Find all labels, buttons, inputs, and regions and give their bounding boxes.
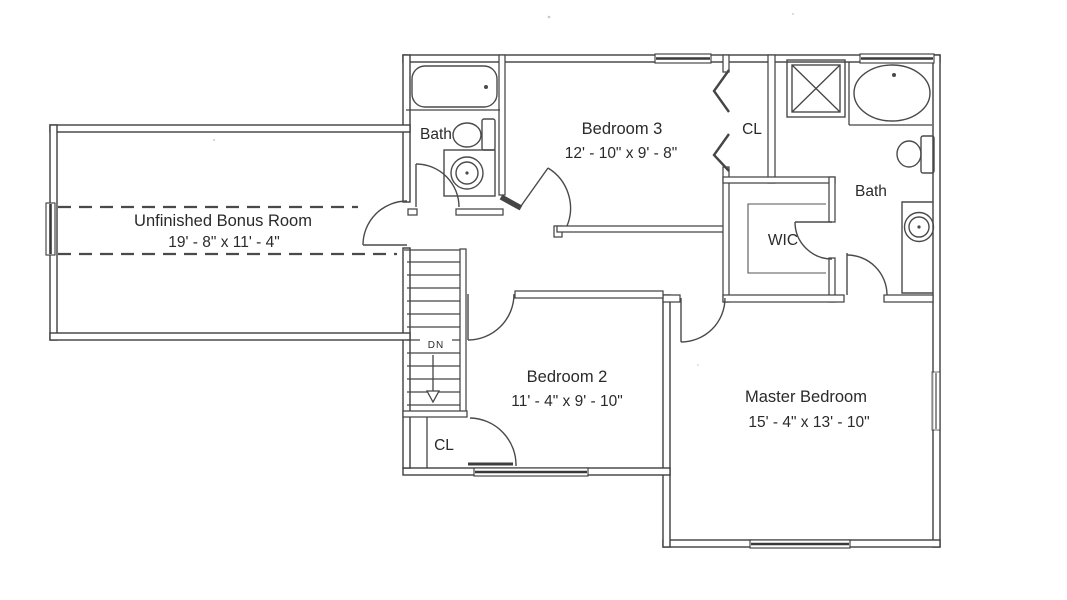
room-label-bedroom3: Bedroom 3 <box>582 120 663 138</box>
bathtub-faucet <box>484 85 488 89</box>
bath-upper-fixtures <box>406 65 500 197</box>
window-bedroom2-bottom <box>473 467 589 477</box>
wall-bonus-top <box>49 124 411 133</box>
room-label-bonus: Unfinished Bonus Room <box>134 212 312 230</box>
dn-label-backing <box>420 338 452 351</box>
wic-shelf-line <box>747 203 826 274</box>
wall-closet-right <box>767 54 776 184</box>
door-bedroom2 <box>467 293 515 341</box>
room-dims-master: 15' - 4" x 13' - 10" <box>748 414 869 431</box>
wall-left-lower <box>402 247 411 469</box>
door-closet2 <box>468 417 517 467</box>
room-label-closet-lower: CL <box>434 437 454 454</box>
wall-bonus-bottom <box>49 332 411 341</box>
door-bedroom3 <box>520 167 572 227</box>
stairs-down-label: DN <box>428 340 444 351</box>
room-labels: Unfinished Bonus Room 19' - 8" x 11' - 4… <box>134 120 887 454</box>
shower <box>786 59 846 118</box>
sink-basin-inner <box>455 161 479 185</box>
wall-wic-left <box>722 166 730 303</box>
sink-drain <box>465 171 469 175</box>
wall-bath1-bottom-left <box>407 208 418 216</box>
room-label-wic: WIC <box>768 232 798 249</box>
room-dims-bedroom2: 11' - 4" x 9' - 10" <box>511 393 622 410</box>
wall-bath1-bottom-right <box>455 208 504 216</box>
sink-drain <box>917 225 921 229</box>
toilet-bowl <box>452 122 482 148</box>
sink-basin <box>903 211 935 243</box>
room-dims-bonus: 19' - 8" x 11' - 4" <box>168 234 279 251</box>
stairs-down-arrow <box>425 355 441 404</box>
door-bath-upper <box>415 163 460 208</box>
wall-stairs-right <box>459 248 467 414</box>
sink-vanity <box>901 201 933 294</box>
wall-bedroom2-top <box>514 290 664 299</box>
wall-bath1-right <box>498 54 506 196</box>
bifold-doors-closet-bedroom3 <box>712 69 730 172</box>
wall-diagonal-bath1 <box>499 194 523 211</box>
room-label-bedroom2: Bedroom 2 <box>527 368 608 386</box>
interior-walls <box>402 54 934 418</box>
toilet-bowl <box>896 140 922 168</box>
window-bath-top <box>859 53 935 64</box>
toilet-tank <box>481 118 496 151</box>
ceiling-break-lines <box>58 205 397 256</box>
wall-master-left <box>662 294 671 548</box>
wall-wic-right-upper <box>828 176 836 223</box>
room-dims-bedroom3: 12' - 10" x 9' - 8" <box>565 145 678 162</box>
sink-basin <box>450 156 484 190</box>
wall-master-top-a <box>662 294 681 303</box>
window-bonus-left <box>45 202 56 256</box>
window-bedroom3-top <box>654 53 712 64</box>
door-bonus-room <box>362 200 408 246</box>
window-master-right <box>931 371 941 431</box>
stairs: DN <box>404 249 460 468</box>
wall-master-top-c <box>883 294 934 303</box>
room-label-closet-top: CL <box>742 121 762 138</box>
wall-master-top-b <box>722 294 845 303</box>
wall-closet-stub <box>722 54 730 73</box>
room-label-bath-master: Bath <box>855 183 887 200</box>
door-wic <box>794 221 833 260</box>
sink-vanity <box>443 149 496 197</box>
doors <box>362 69 888 467</box>
door-master-bath <box>846 253 888 296</box>
soaking-tub <box>848 62 932 126</box>
wall-wic-top <box>722 176 836 184</box>
toilet-tank <box>920 135 935 174</box>
sink-basin-inner <box>908 216 930 238</box>
wall-bedroom3-bottom <box>556 225 728 233</box>
bathtub <box>411 65 498 108</box>
windows <box>45 53 941 549</box>
room-label-bath-upper: Bath <box>420 126 452 143</box>
window-master-bottom <box>749 539 851 549</box>
bath-master-fixtures <box>786 59 935 294</box>
door-master-bedroom <box>680 297 726 343</box>
wall-right <box>932 54 941 548</box>
room-label-master: Master Bedroom <box>745 388 867 406</box>
scan-specks <box>212 13 794 366</box>
wall-closet2-top <box>402 410 468 418</box>
